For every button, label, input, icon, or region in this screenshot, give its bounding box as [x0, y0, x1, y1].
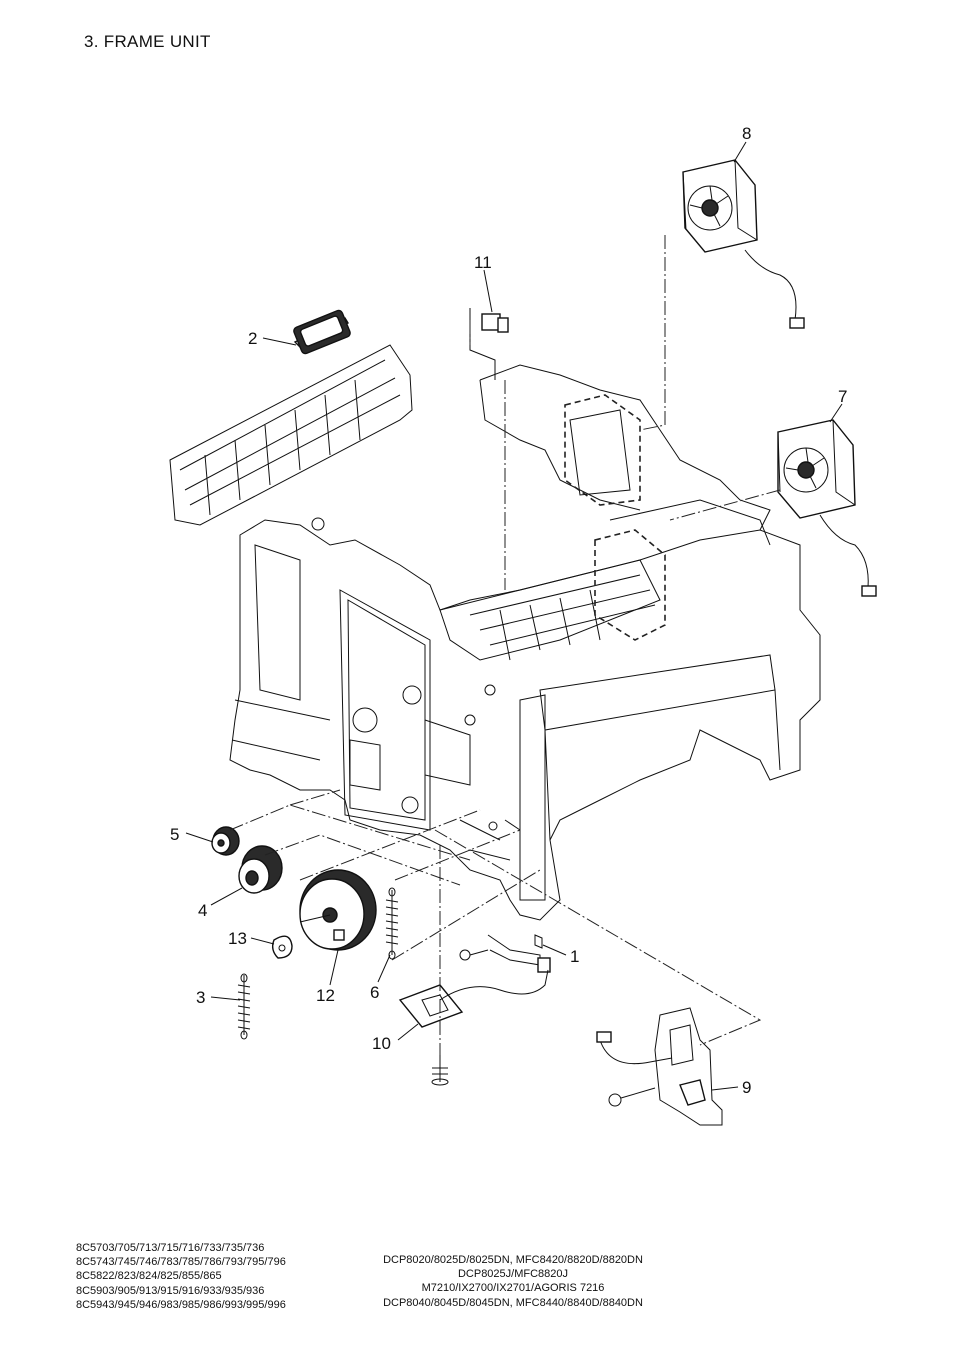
callout-7: 7	[838, 387, 847, 406]
callout-9: 9	[742, 1078, 751, 1097]
callout-1: 1	[570, 947, 579, 966]
model-name-line: DCP8040/8045D/8045DN, MFC8440/8840D/8840…	[383, 1296, 643, 1309]
callout-6: 6	[370, 983, 379, 1002]
callout-2: 2	[248, 329, 257, 348]
part-13-clip	[271, 935, 293, 959]
page-title: 3. FRAME UNIT	[84, 32, 211, 51]
model-name-line: DCP8020/8025D/8025DN, MFC8420/8820D/8820…	[383, 1254, 643, 1266]
model-code-line: 8C5743/745/746/783/785/786/793/795/796	[76, 1256, 286, 1269]
part-8-fan	[682, 159, 805, 329]
callout-13: 13	[228, 929, 247, 948]
frame-body	[229, 499, 821, 921]
callout-4: 4	[198, 901, 207, 920]
model-names-right: DCP8020/8025D/8025DN, MFC8420/8820D/8820…	[358, 1253, 668, 1310]
part-12-large-gear	[299, 869, 377, 951]
model-codes-left: 8C5703/705/713/715/716/733/735/736 8C574…	[76, 1241, 286, 1312]
part-10-sensor-plate	[398, 969, 549, 1086]
model-name-line: M7210/IX2700/IX2701/AGORIS 7216	[421, 1282, 605, 1295]
callout-11: 11	[474, 253, 492, 272]
part-3-spring	[237, 973, 251, 1040]
model-code-line: 8C5943/945/946/983/985/986/993/995/996	[76, 1298, 286, 1311]
model-name-line: DCP8025J/MFC8820J	[457, 1268, 569, 1281]
part-5-gear	[211, 826, 240, 856]
callout-5: 5	[170, 825, 179, 844]
callout-3: 3	[196, 988, 205, 1007]
panel-assembly	[169, 344, 413, 526]
callout-10: 10	[372, 1034, 391, 1053]
part-11-connector	[469, 308, 509, 380]
callout-8: 8	[742, 124, 751, 143]
part-7-fan	[777, 419, 877, 597]
alignment-lines	[229, 235, 781, 1055]
callout-leaders	[185, 141, 843, 1091]
model-code-line: 8C5903/905/913/915/916/933/935/936	[76, 1284, 265, 1297]
part-9-bracket	[596, 1007, 723, 1126]
part-6-spring	[385, 887, 399, 960]
part-4-gear	[238, 845, 283, 894]
rear-duct	[479, 364, 771, 641]
part-2-strip	[293, 309, 351, 355]
model-code-line: 8C5822/823/824/825/855/865	[76, 1270, 222, 1283]
callout-12: 12	[316, 986, 335, 1005]
model-code-line: 8C5703/705/713/715/716/733/735/736	[76, 1242, 265, 1254]
part-1-sensor	[459, 934, 551, 973]
callouts: 1 2 3 4 5 6 7 8 9 10 11 12 13	[170, 124, 847, 1097]
